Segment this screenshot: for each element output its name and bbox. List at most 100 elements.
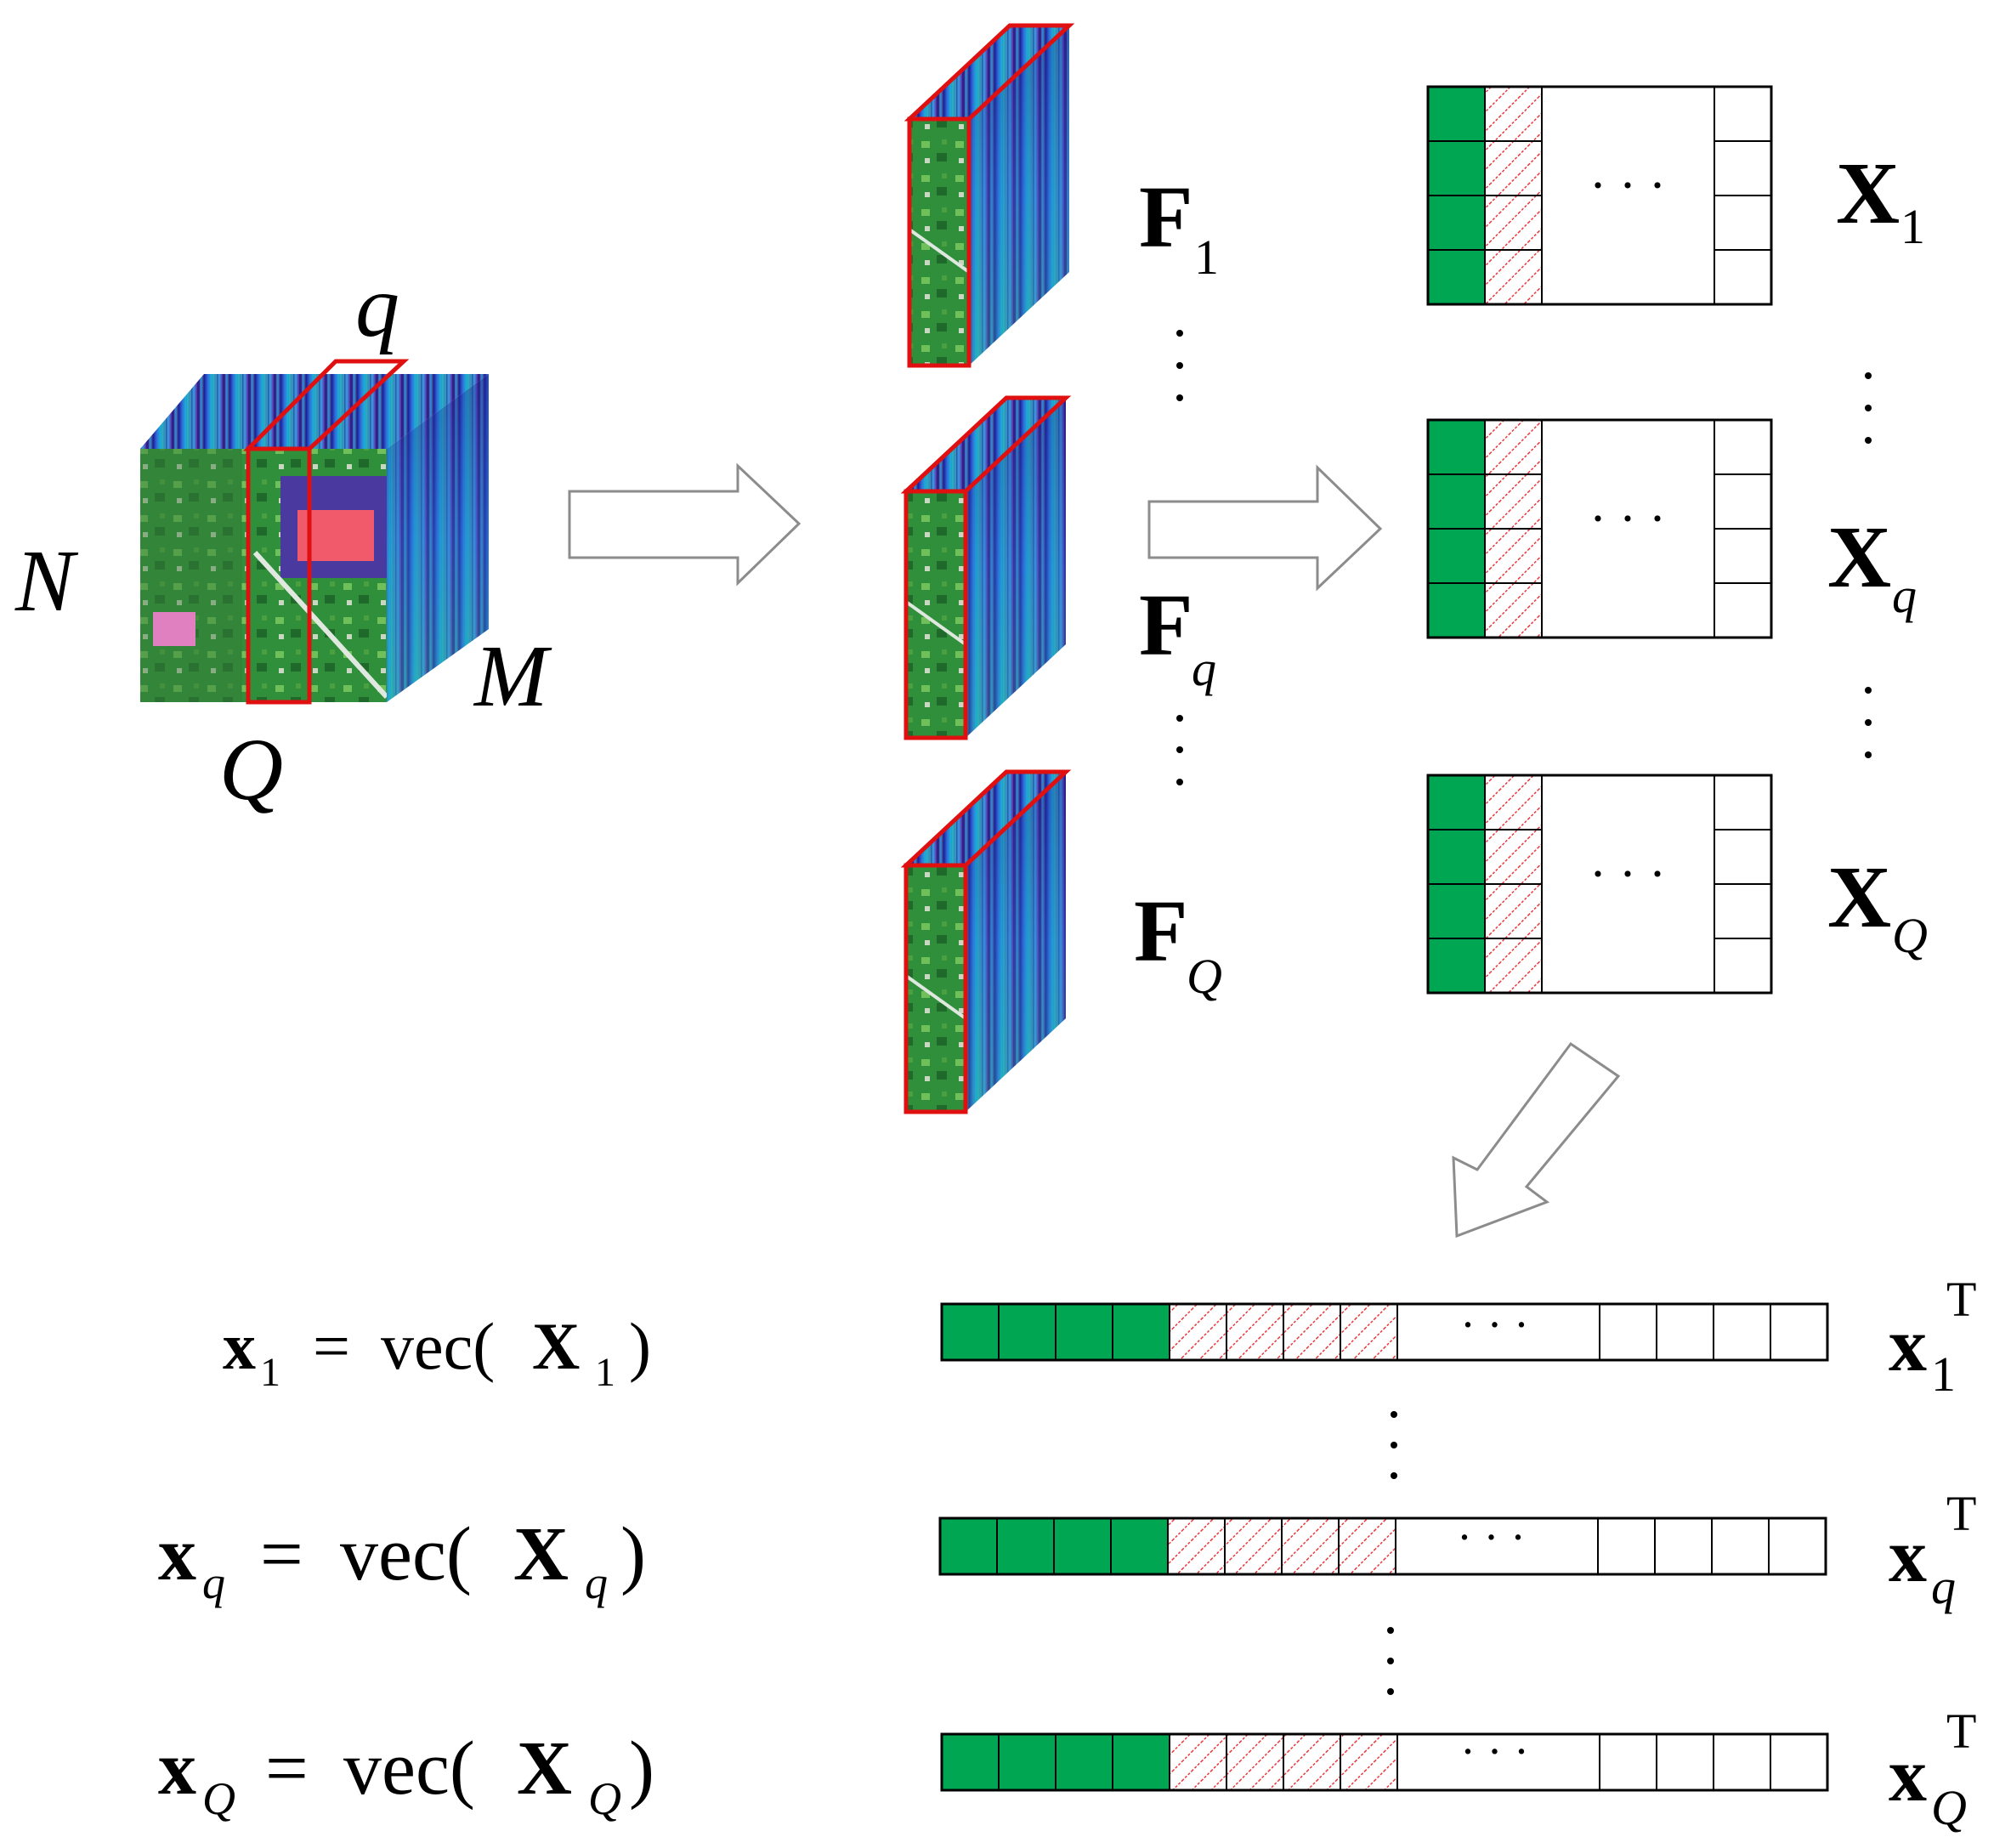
matrix-label-x1: X 1 [1836,145,1925,254]
svg-text:q: q [202,1557,225,1608]
cube-label-n: N [14,532,79,630]
vector-hatch-cell [1281,1517,1340,1575]
svg-text:F: F [1139,576,1193,674]
svg-text:): ) [620,1512,646,1596]
slice-ellipsis-dot [1176,362,1183,369]
matrix-green-cell [1427,582,1486,638]
matrix-ellipsis-dot [1865,719,1872,726]
matrix-green-cell [1427,419,1486,475]
svg-text:T: T [1946,1703,1976,1759]
equation-xQ: x Q = vec( X Q ) [158,1726,654,1824]
vector-last-cell [1711,1517,1770,1575]
svg-text:q: q [1931,1559,1956,1614]
svg-text:): ) [629,1309,651,1383]
vector-hatch-cell [1283,1733,1341,1791]
vector-ellipsis-dot [1387,1658,1394,1664]
matrix-ellipsis-dot [1865,372,1872,379]
matrix-last-cell [1714,528,1772,584]
slice-label-fQ: F Q [1134,882,1222,1004]
matrix-last-cell [1714,249,1772,305]
feature-slice-1 [904,23,1075,368]
vectors [938,1302,1829,1792]
vector-label-x1: x 1 T [1889,1272,1976,1402]
svg-text:): ) [629,1726,654,1811]
svg-text:T: T [1946,1486,1976,1541]
vector-last-cell [1656,1733,1714,1791]
vector-last-cell [1599,1733,1657,1791]
vector-label-xQ: x Q T [1889,1703,1976,1835]
svg-text:F: F [1139,168,1193,266]
vector-green-cell [941,1303,1000,1361]
arrow-matrices-to-vectors [1452,1041,1621,1239]
svg-text:F: F [1134,882,1188,980]
matrix-last-cell [1714,419,1772,475]
feature-slices [900,23,1183,1114]
svg-text:q: q [1192,641,1216,696]
matrix-green-cell [1427,195,1486,251]
vector-hatch-cell [1167,1517,1226,1575]
vector-hatch-cell [1224,1517,1283,1575]
cube-label-m: M [473,627,552,725]
vector-ellipsis-dot [1387,1688,1394,1695]
slice-front-face [909,119,969,366]
matrix-ellipsis-dot [1865,687,1872,694]
vector-1 [940,1302,1829,1362]
matrix-label-xQ: X Q [1827,848,1928,963]
matrix-hatch-cell [1484,140,1543,196]
vector-hatch-cell [1169,1303,1227,1361]
svg-text:Q: Q [1892,908,1928,963]
svg-text:1: 1 [595,1350,615,1395]
matrix-ellipsis-1: · · · [1589,157,1666,213]
vector-frame [940,1302,1829,1362]
svg-text:Q: Q [202,1773,235,1824]
slice-top-outline [900,769,1072,868]
vector-green-cell [996,1517,1055,1575]
svg-text:x: x [1889,1514,1927,1598]
slice-ellipsis-dot [1176,746,1183,753]
arrows [568,462,1621,1239]
svg-text:X: X [1827,848,1891,946]
slice-road [904,974,967,1020]
matrix-last-cell [1714,938,1772,994]
vector-last-cell [1713,1303,1771,1361]
svg-text:X: X [513,1512,569,1596]
vector-hatch-cell [1338,1517,1396,1575]
cube-right-shade [387,374,489,702]
matrix-ellipsis-dot [1865,437,1872,444]
vector-last-cell [1654,1517,1713,1575]
matrix-last-cell [1714,473,1772,530]
hyperspectral-cube [140,359,489,705]
matrix-hatch-cell [1484,195,1543,251]
vector-ellipsis-q: · · · [1457,1511,1526,1562]
vector-hatch-cell [1226,1733,1284,1791]
arrow-slices-to-matrices [1147,464,1383,592]
equation-x1: x 1 = vec( X 1 ) [223,1309,651,1395]
matrix-hatch-cell [1484,86,1543,142]
svg-text:Q: Q [1931,1780,1967,1835]
slice-top-outline [904,23,1075,122]
matrix-ellipsis-q: · · · [1589,490,1666,547]
svg-text:=: = [265,1726,309,1811]
svg-text:x: x [158,1512,196,1596]
matrix-3 [1426,774,1773,995]
matrix-last-cell [1714,582,1772,638]
matrix-last-cell [1714,774,1772,830]
cube-front-region [140,449,242,702]
matrix-frame [1426,85,1773,306]
svg-text:1: 1 [1901,199,1925,254]
matrix-ellipsis-dot [1865,751,1872,758]
svg-text:x: x [223,1309,256,1383]
matrix-green-cell [1427,528,1486,584]
matrices [1426,85,1872,995]
slice-front-face [906,865,966,1112]
vector-frame [938,1516,1827,1576]
svg-text:x: x [1889,1733,1927,1817]
vector-last-cell [1768,1517,1827,1575]
vector-green-cell [998,1733,1056,1791]
vector-ellipsis-dot [1391,1442,1397,1448]
vector-last-cell [1597,1517,1656,1575]
slice-top-outline [900,395,1072,494]
matrix-ellipsis-Q: · · · [1589,846,1666,902]
slice-label-f1: F 1 [1139,168,1219,285]
